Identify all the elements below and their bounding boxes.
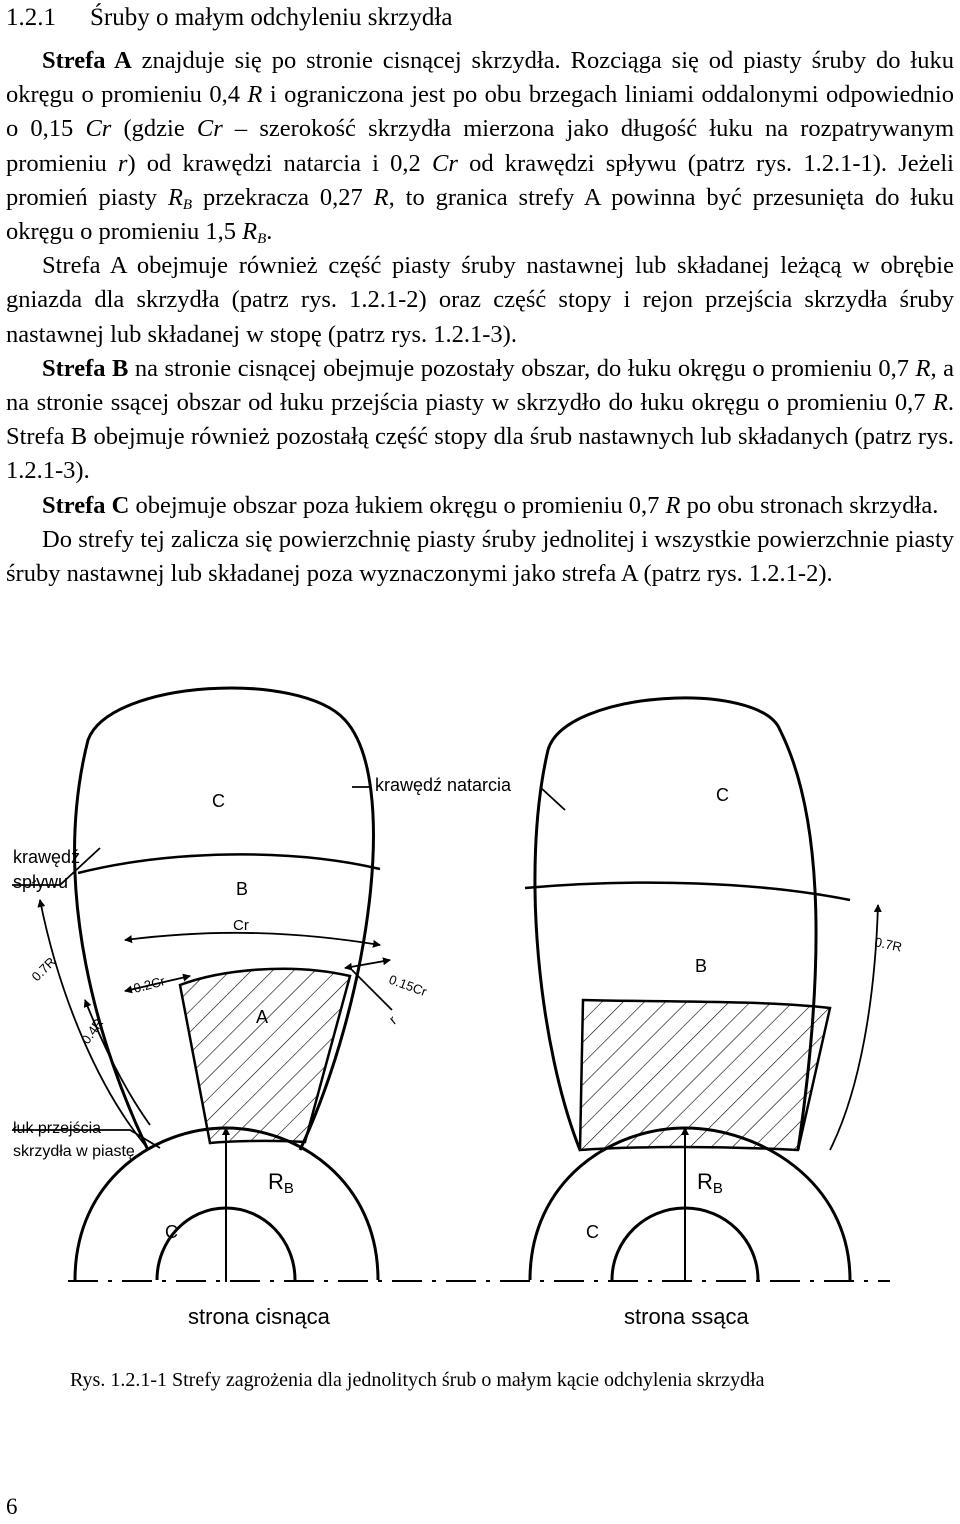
paragraph-zone-c: Strefa C obejmuje obszar poza łukiem okr…: [6, 489, 954, 523]
figure-caption: Rys. 1.2.1-1 Strefy zagrożenia dla jedno…: [70, 1369, 765, 1391]
section-heading: 1.2.1 Śruby o małym odchyleniu skrzydła: [6, 2, 452, 34]
zone-c-right-label: C: [716, 785, 729, 805]
symbol-small-r: r: [117, 149, 128, 177]
text-run: i ograniczona jest po obu brzegach linia…: [6, 81, 954, 143]
text-run: przekracza 0,27: [192, 183, 374, 211]
zone-b-right-label: B: [695, 956, 707, 976]
symbol-rb: R: [167, 183, 183, 211]
leading-edge-leader-b: [539, 786, 566, 811]
text-run: . Strefa B obejmuje również pozostałą cz…: [6, 389, 954, 485]
text-run: .: [266, 218, 273, 246]
rb-left-sub: B: [284, 1180, 294, 1197]
right-hub-outer: [528, 1126, 852, 1281]
zone-b-lead: Strefa B: [42, 354, 129, 382]
text-run: (gdzie: [111, 115, 197, 143]
cr-label: Cr: [233, 917, 249, 934]
paragraph-zone-a-extra: Strefa A obejmuje również część piasty ś…: [6, 252, 954, 348]
text-run: na stronie cisnącej obejmuje pozostały o…: [128, 354, 916, 382]
right-blade-outline: [533, 696, 818, 1151]
dim-04r: [83, 999, 151, 1126]
dim-07r-right: [829, 904, 882, 1151]
trailing-edge-leader: [12, 847, 101, 886]
transition-leader: [12, 1129, 161, 1149]
paragraph-zone-c-extra: Do strefy tej zalicza się powierzchnię p…: [6, 525, 954, 588]
text-run: obejmuje obszar poza łukiem okręgu o pro…: [129, 491, 666, 519]
symbol-r: R: [373, 183, 389, 211]
zone-a-lead: Strefa A: [42, 47, 132, 74]
text-run: , a na stronie ssącej obszar od łuku prz…: [6, 354, 954, 417]
symbol-rb-sub: B: [182, 196, 193, 213]
zone-b-hatch: [578, 998, 832, 1152]
dim-cr: [124, 931, 381, 948]
transition-label-1: łuk przejścia: [13, 1120, 101, 1137]
symbol-r: R: [247, 81, 263, 109]
body-text: Strefa A znajduje się po stronie cisnące…: [6, 44, 954, 591]
pressure-side-label: strona cisnąca: [188, 1304, 331, 1329]
rb-right-main: R: [697, 1169, 713, 1194]
text-run: – szerokość skrzydła mierzona jako długo…: [6, 115, 955, 177]
rb-left-label: RB: [268, 1169, 294, 1197]
zone-a-label: A: [256, 1007, 268, 1027]
text-run: ) od krawędzi natarcia i 0,2: [127, 149, 433, 177]
dim-02cr: [124, 973, 191, 994]
text-run: od krawędzi spływu (patrz rys. 1.2.1-1).…: [6, 149, 954, 211]
rb-right-label: RB: [697, 1169, 723, 1197]
symbol-cr: Cr: [432, 149, 458, 177]
zone-a-hatch: [178, 967, 352, 1145]
figure-svg: C C B B A C C krawędź natarcia krawędź s…: [12, 686, 903, 1329]
hub-c-left-label: C: [165, 1222, 178, 1242]
trailing-edge-label-1: krawędź: [13, 847, 80, 867]
symbol-rb-sub: B: [257, 231, 267, 248]
r-label: r: [386, 1012, 400, 1027]
symbol-cr: Cr: [85, 115, 112, 143]
paragraph-zone-b: Strefa B na stronie cisnącej obejmuje po…: [6, 352, 954, 489]
symbol-r: R: [915, 354, 931, 382]
rb-left-main: R: [268, 1169, 284, 1194]
suction-side-label: strona ssąca: [624, 1304, 749, 1329]
dim-07r-right-label: 0.7R: [873, 934, 903, 954]
text-run: po obu stro­nach skrzydła.: [680, 491, 939, 519]
text-run: , to granica strefy A powinna być przesu…: [6, 183, 954, 246]
trailing-edge-label-2: spływu: [13, 872, 68, 892]
zone-b-left-label: B: [236, 879, 248, 899]
left-blade-outline: [73, 686, 375, 1151]
dim-015cr: [344, 957, 391, 971]
text-run: znajduje się po stronie cisnącej skrzydł…: [6, 47, 954, 109]
zone-c-lead: Strefa C: [42, 491, 130, 519]
page-number: 6: [6, 1494, 18, 1519]
dim-r-leader: [351, 969, 393, 1011]
symbol-cr: Cr: [196, 115, 223, 143]
section-number: 1.2.1: [6, 4, 56, 31]
dim-02cr-label: 0.2Cr: [132, 973, 167, 996]
section-title: Śruby o małym odchyleniu skrzydła: [90, 4, 453, 31]
paragraph-zone-a: Strefa A znajduje się po stronie cisnące…: [6, 44, 954, 249]
zone-c-left-label: C: [212, 791, 225, 811]
hub-c-right-label: C: [586, 1222, 599, 1242]
rb-right-sub: B: [713, 1180, 723, 1197]
right-07r-arc: [524, 881, 851, 902]
figure-zones: C C B B A C C krawędź natarcia krawędź s…: [0, 670, 960, 1360]
left-07r-arc: [77, 853, 381, 875]
symbol-r: R: [932, 389, 948, 417]
symbol-rb: R: [242, 218, 258, 246]
symbol-r: R: [665, 491, 681, 519]
transition-label-2: skrzydła w piastę: [13, 1143, 135, 1160]
dim-015cr-label: 0.15Cr: [387, 972, 429, 1000]
dim-07r-left: [37, 899, 146, 1146]
leading-edge-label: krawędź natarcia: [375, 775, 512, 795]
